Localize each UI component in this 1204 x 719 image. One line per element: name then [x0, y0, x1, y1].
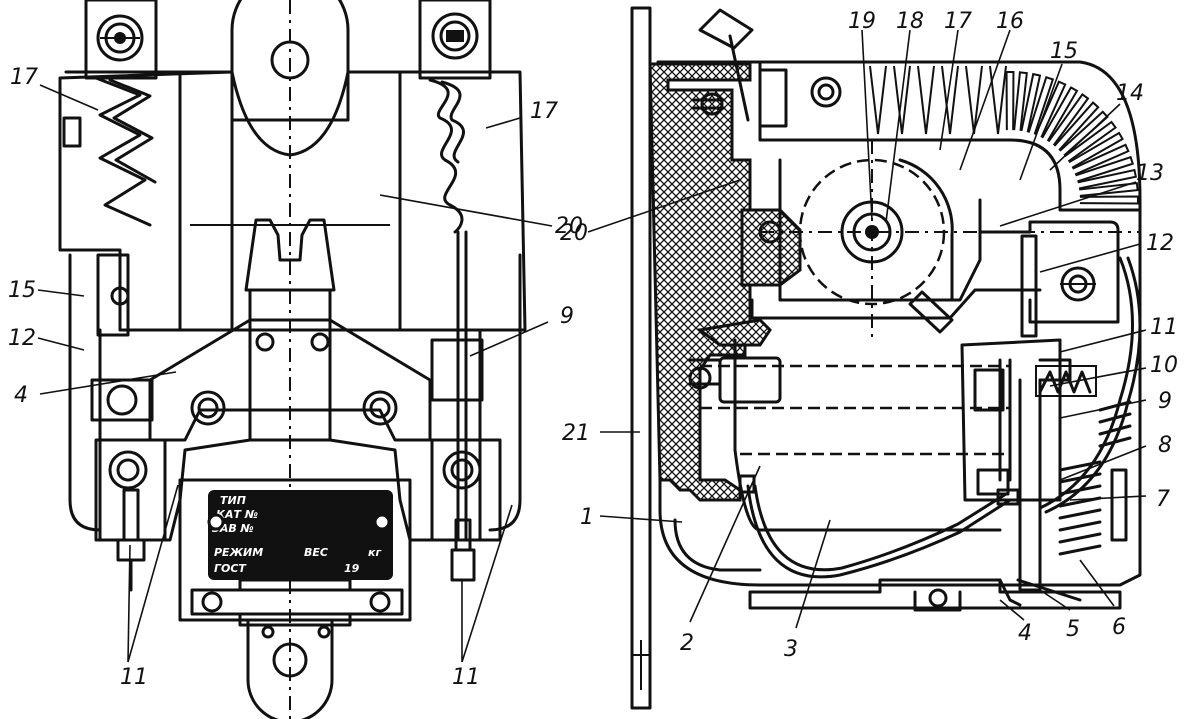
arc-chute-fin — [1047, 93, 1090, 146]
terminal-bracket — [978, 220, 1120, 338]
arc-chute-fin — [1064, 120, 1117, 163]
top-mounting-lug — [230, 0, 350, 719]
callout-17-right: 17 — [530, 99, 558, 124]
arc-chute-fin — [893, 65, 911, 135]
callout-16: 16 — [996, 9, 1024, 34]
arc-chute-fin — [1013, 71, 1028, 131]
callout-2: 2 — [680, 631, 694, 656]
arc-chute-fin — [1068, 131, 1124, 169]
callout-3: 3 — [784, 637, 798, 662]
callout-20: 20 — [560, 221, 588, 246]
callout-19: 19 — [848, 9, 876, 34]
nameplate-line-weight: ВЕС — [304, 546, 328, 559]
right-lead-terminal — [450, 518, 476, 582]
arc-chute-fin — [989, 65, 1007, 135]
top-terminal-bolt — [692, 8, 754, 122]
callout-17-left: 17 — [10, 65, 38, 90]
contact-arm — [960, 338, 1082, 602]
callout-12: 12 — [1146, 231, 1174, 256]
callout-12: 12 — [8, 326, 36, 351]
flexible-lead — [738, 256, 1142, 579]
callout-15: 15 — [1050, 39, 1078, 64]
coil-assembly — [750, 140, 1140, 340]
arc-chute-fin — [1005, 71, 1015, 131]
left-callouts: 17 17 20 15 12 9 4 11 11 — [8, 65, 583, 690]
callout-4: 4 — [14, 383, 28, 408]
callout-10: 10 — [1150, 353, 1178, 378]
callout-5: 5 — [1066, 617, 1080, 642]
casing — [656, 60, 1142, 587]
nameplate-line-type: ТИП — [220, 494, 246, 507]
top-left-terminal — [84, 0, 158, 80]
arc-chute-fin — [869, 65, 887, 135]
callout-21: 21 — [562, 421, 590, 446]
arc-chute-fin — [1027, 75, 1055, 135]
right-callouts: 19 18 17 16 15 14 13 12 11 10 9 8 7 6 5 … — [560, 9, 1178, 662]
arc-chute-fin — [1020, 72, 1042, 133]
base-plate — [748, 578, 1122, 612]
callout-18: 18 — [896, 9, 924, 34]
right-side-plate — [430, 230, 522, 542]
insulating-frame — [648, 62, 802, 502]
arc-chute-fin — [941, 65, 959, 135]
callout-1: 1 — [580, 505, 594, 530]
front-view: ТИП КАТ № ЗАВ № РЕЖИМ ВЕС кг ГОСТ 19 — [8, 0, 583, 719]
left-lead-terminal — [116, 488, 146, 592]
arc-chute-fin — [1072, 143, 1130, 176]
nameplate-line-mode: РЕЖИМ — [214, 546, 263, 559]
spring-lower — [1058, 400, 1132, 556]
callout-7: 7 — [1156, 487, 1170, 512]
callout-15: 15 — [8, 278, 36, 303]
nameplate: ТИП КАТ № ЗАВ № РЕЖИМ ВЕС кг ГОСТ 19 — [178, 478, 412, 639]
side-section-view: 19 18 17 16 15 14 13 12 11 10 9 8 7 6 5 … — [560, 6, 1178, 710]
callout-17: 17 — [944, 9, 972, 34]
left-leaders — [37, 84, 553, 663]
callout-9: 9 — [1158, 389, 1172, 414]
left-arc-chute — [58, 70, 234, 332]
top-right-terminal — [418, 0, 492, 80]
magnet-body — [178, 70, 402, 332]
nameplate-line-gost: ГОСТ — [214, 562, 247, 575]
arc-chute-fin — [1034, 80, 1067, 138]
arc-chute-fin — [965, 65, 983, 135]
nameplate-line-cat: КАТ № — [216, 508, 258, 521]
arc-chute-fin — [1077, 168, 1138, 190]
arc-chute-fin — [1079, 182, 1139, 197]
arc-chute-fin — [1053, 101, 1100, 151]
bottom-mounting-lug — [246, 618, 334, 719]
callout-8: 8 — [1158, 433, 1172, 458]
callout-20: 20 — [555, 214, 583, 239]
callout-11: 11 — [1150, 315, 1178, 340]
callout-11-left: 11 — [120, 665, 148, 690]
right-leaders — [587, 29, 1147, 629]
callout-11-right: 11 — [452, 665, 480, 690]
spring-upper — [1035, 365, 1097, 397]
callout-14: 14 — [1116, 81, 1144, 106]
callout-4: 4 — [1018, 621, 1032, 646]
callout-6: 6 — [1112, 615, 1126, 640]
left-side-plate — [68, 253, 167, 542]
arc-chute-fin — [917, 65, 935, 135]
nameplate-line-year: 19 — [344, 562, 360, 575]
arc-chute-fin — [1075, 155, 1135, 183]
arc-chute-fins — [758, 60, 1142, 212]
arc-chute-fin — [1059, 110, 1109, 157]
arc-chute-fin — [1041, 86, 1079, 142]
arc-chute-fin — [1079, 195, 1139, 205]
right-arc-chute — [346, 70, 527, 332]
callout-13: 13 — [1136, 161, 1164, 186]
callout-9: 9 — [560, 304, 574, 329]
mounting-plate — [630, 6, 652, 710]
nameplate-line-kg: кг — [368, 546, 382, 559]
